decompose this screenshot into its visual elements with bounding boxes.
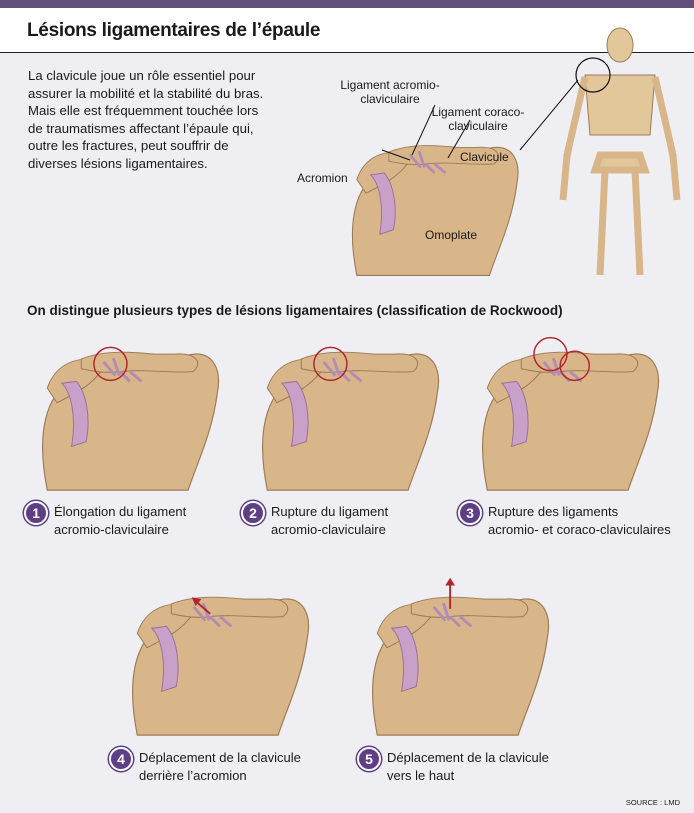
type-2-illustration [261, 346, 440, 492]
page-title: Lésions ligamentaires de l’épaule [27, 20, 321, 41]
caption-type-5: 5 Déplacement de la clavicule vers le haut [357, 747, 549, 785]
caption-line: vers le haut [387, 768, 455, 783]
label-clavicule: Clavicule [460, 150, 509, 164]
label-acromion: Acromion [297, 171, 348, 185]
caption-line: Rupture du ligament [271, 504, 389, 519]
title-divider [0, 52, 694, 53]
intro-text: La clavicule joue un rôle essentiel pour… [28, 68, 264, 171]
type-5-illustration [371, 577, 550, 737]
number-badge: 4 [109, 747, 133, 771]
caption-type-1: 1 Élongation du ligament acromio-clavicula… [24, 501, 187, 539]
top-accent-bar [0, 0, 694, 8]
number-badge: 1 [24, 501, 48, 525]
skeleton-illustration [559, 27, 681, 276]
type-4-illustration [131, 595, 310, 737]
label-omoplate: Omoplate [425, 228, 478, 242]
caption-type-4: 4 Déplacement de la clavicule derrière l’a… [109, 747, 301, 785]
label-ligament-ac: Ligament acromio-claviculaire [340, 78, 440, 106]
label-ligament-cc: Ligament coraco-claviculaire [431, 105, 525, 133]
caption-type-2: 2 Rupture du ligament acromio-claviculaire [241, 501, 389, 539]
caption-line: acromio-claviculaire [271, 522, 386, 537]
caption-line: Déplacement de la clavicule [387, 750, 549, 765]
section-title: On distingue plusieurs types de lésions … [27, 303, 563, 318]
type-1-illustration [41, 346, 220, 492]
type-3-illustration [481, 336, 660, 492]
caption-line: derrière l’acromion [139, 768, 247, 783]
caption-line: Déplacement de la clavicule [139, 750, 301, 765]
callout-lines [381, 79, 579, 161]
caption-line: Rupture des ligaments [488, 504, 619, 519]
caption-type-3: 3 Rupture des ligaments acromio- et coraco… [458, 501, 671, 539]
number-badge: 5 [357, 747, 381, 771]
caption-line: acromio- et coraco-claviculaires [488, 522, 671, 537]
caption-line: acromio-claviculaire [54, 522, 169, 537]
number-badge: 2 [241, 501, 265, 525]
source-credit: SOURCE : LMD [625, 798, 680, 807]
number-badge: 3 [458, 501, 482, 525]
caption-line: Élongation du ligament [54, 504, 187, 519]
